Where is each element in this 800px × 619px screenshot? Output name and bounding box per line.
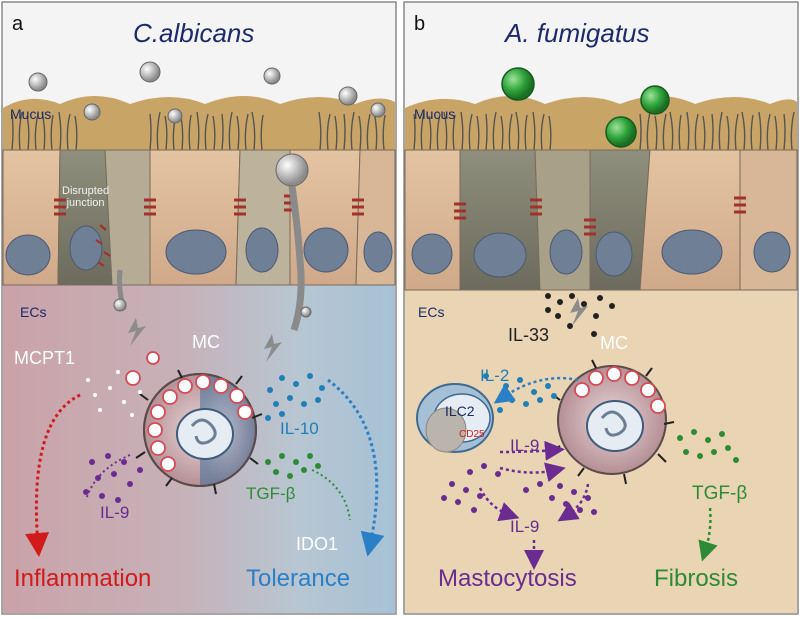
panel-b-mastocytosis-label: Mastocytosis [438, 565, 577, 592]
panel-a-inflammation-label: Inflammation [14, 565, 152, 592]
panel-a-ido1-label: IDO1 [296, 534, 339, 554]
panel-a-mcpt1-label: MCPT1 [14, 348, 76, 368]
panel-b-organism-title: A. fumigatus [505, 18, 650, 48]
panel-b-il9-upper-label: IL-9 [510, 436, 540, 455]
panel-b-cd25-label: CD25 [459, 429, 485, 440]
panel-a-il9-label: IL-9 [100, 503, 130, 522]
panel-a-ecs-label: ECs [20, 304, 47, 320]
panel-b-ecs-label: ECs [418, 304, 445, 320]
panel-b-fibrosis-label: Fibrosis [654, 565, 739, 592]
panel-a-disrupted-junction-label: Disrupted junction [62, 185, 110, 210]
panel-a-tolerance-label: Tolerance [246, 565, 351, 592]
panel-b-letter: b [414, 13, 426, 35]
panel-b-il2-label: IL-2 [480, 366, 510, 385]
panel-b-tgf-label: TGF-β [692, 483, 748, 504]
panel-a-tgf-label: TGF-β [246, 484, 296, 503]
panel-b [403, 1, 799, 615]
panel-a-letter: a [12, 13, 24, 35]
panel-a [1, 1, 397, 615]
panel-a-mucus-label: Mucus [10, 106, 52, 122]
panel-b-ilc2-label: ILC2 [445, 403, 475, 419]
panel-b-il9-lower-label: IL-9 [510, 517, 540, 536]
panel-a-mc-label: MC [192, 332, 220, 352]
panel-a-organism-title: C.albicans [133, 18, 255, 48]
panel-b-il33-label: IL-33 [508, 325, 550, 345]
panel-a-il10-label: IL-10 [280, 419, 319, 438]
panel-b-mucus-label: Mucus [414, 106, 456, 122]
panel-b-mc-label: MC [600, 333, 628, 353]
